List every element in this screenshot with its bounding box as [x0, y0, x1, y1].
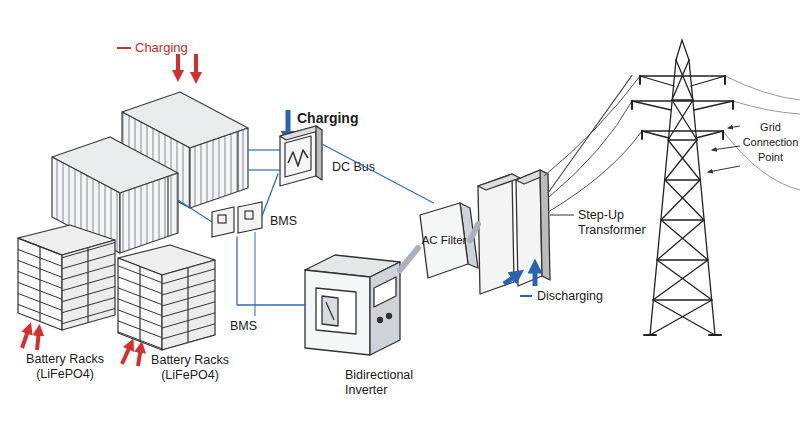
signal-wire: [548, 75, 632, 193]
battery-rack: [87, 248, 88, 323]
power-line: [733, 101, 800, 114]
power-line: [725, 76, 800, 100]
battery-rack: [162, 260, 215, 350]
signal-wire: [322, 144, 434, 203]
transmission-tower: [644, 334, 721, 336]
step-up-transformer: [540, 170, 550, 280]
connector-group: [237, 75, 632, 305]
dc-bus-panel: [285, 136, 311, 177]
step-up-transformer: [478, 174, 514, 294]
leader-arrow: [728, 126, 740, 128]
node-label: Grid Connection Point: [742, 120, 799, 165]
inverter-cabinet: [387, 314, 392, 319]
flow-label: Charging: [297, 110, 358, 126]
power-cable: [470, 224, 478, 240]
charging-arrow: [138, 347, 141, 366]
dc-bus-panel: DC Bus: [278, 126, 322, 186]
leader-line: [255, 232, 256, 316]
battery-rack: [118, 245, 215, 350]
signal-wire: [262, 174, 278, 216]
node-label: DC Bus: [332, 160, 392, 175]
inverter-cabinet: [305, 270, 370, 355]
dc-bus-panel: [316, 126, 322, 180]
battery-rack: [118, 258, 162, 350]
transmission-tower: [676, 40, 689, 60]
power-line: [544, 76, 640, 176]
discharging-arrow: [504, 266, 535, 296]
shipping-container: [190, 128, 248, 208]
container-wire: [248, 149, 280, 150]
charging-arrow: [194, 54, 198, 78]
battery-rack: [18, 238, 62, 330]
power-cable: [400, 248, 418, 270]
node-label: BMS: [270, 214, 310, 229]
transmission-tower: [632, 76, 733, 131]
transmission-tower: [632, 40, 733, 335]
bms-unit: [245, 211, 253, 219]
bms-unit: [212, 207, 234, 237]
inverter-cabinet: [374, 277, 396, 307]
charging-arrow: [122, 344, 131, 364]
battery-rack: Battery Racks (LiFePO4): [18, 225, 115, 330]
battery-rack: [139, 267, 140, 342]
node-label: Bidirectional Inverter: [345, 368, 440, 398]
shipping-container: [120, 173, 178, 253]
discharging-arrow: [520, 295, 532, 297]
charging-arrow: [37, 330, 39, 350]
shipping-container: [237, 131, 238, 191]
battery-rack: Battery Racks (LiFePO4): [118, 245, 215, 350]
transmission-tower: [632, 76, 733, 139]
node-label: Battery Racks (LiFePO4): [135, 353, 245, 383]
shipping-container: [167, 176, 168, 236]
bms-unit: [218, 215, 226, 223]
step-up-transformer: [516, 170, 542, 286]
inverter-cabinet: [305, 255, 400, 355]
step-up-transformer: [550, 215, 574, 216]
flow-label: Charging: [135, 40, 188, 56]
step-up-transformer: [478, 174, 520, 190]
charging-arrow: [22, 328, 29, 348]
flow-label: Discharging: [537, 288, 603, 304]
battery-rack: [62, 240, 115, 330]
inverter-cabinet: [322, 296, 338, 326]
leader-line: [255, 232, 256, 316]
bms-unit: [212, 202, 262, 237]
inverter-cabinet: [378, 318, 383, 323]
discharging-arrow: [533, 266, 538, 286]
charging-arrow: [176, 54, 180, 76]
charging-arrow: [22, 48, 196, 366]
transmission-tower: [632, 76, 733, 138]
leader-arrow: [708, 126, 740, 172]
inverter-cabinet: [326, 302, 334, 320]
node-label: Battery Racks (LiFePO4): [10, 352, 120, 382]
ac-filter-box: AC Filter: [418, 203, 470, 278]
node-label: Step-Up Transformer: [578, 208, 658, 238]
leader-arrow: [712, 146, 740, 150]
battery-rack: [18, 225, 115, 330]
bms-unit: [238, 202, 262, 233]
battery-rack: [39, 247, 40, 322]
container-wire: [248, 169, 280, 170]
transmission-tower: Grid Connection Point: [632, 40, 733, 335]
bms-unit: BMS: [212, 202, 262, 237]
inverter-cabinet: [316, 288, 356, 334]
inverter-cabinet: Bidirectional Inverter: [305, 255, 400, 355]
signal-wire: [237, 237, 305, 305]
leader-arrow: [708, 166, 740, 172]
step-up-transformer: Step-Up Transformer: [478, 168, 548, 293]
part-label: BMS: [230, 318, 257, 334]
discharging-arrow: [504, 274, 518, 284]
dc-bus-panel: [280, 126, 322, 186]
transmission-tower: [653, 100, 712, 300]
battery-rack: [187, 268, 188, 343]
dc-bus-panel: [288, 150, 308, 166]
node-label: AC Filter: [414, 233, 474, 248]
container-wire: [178, 200, 212, 222]
power-line: [548, 131, 642, 212]
inverter-cabinet: [370, 262, 400, 355]
charging-arrow: [117, 47, 131, 49]
